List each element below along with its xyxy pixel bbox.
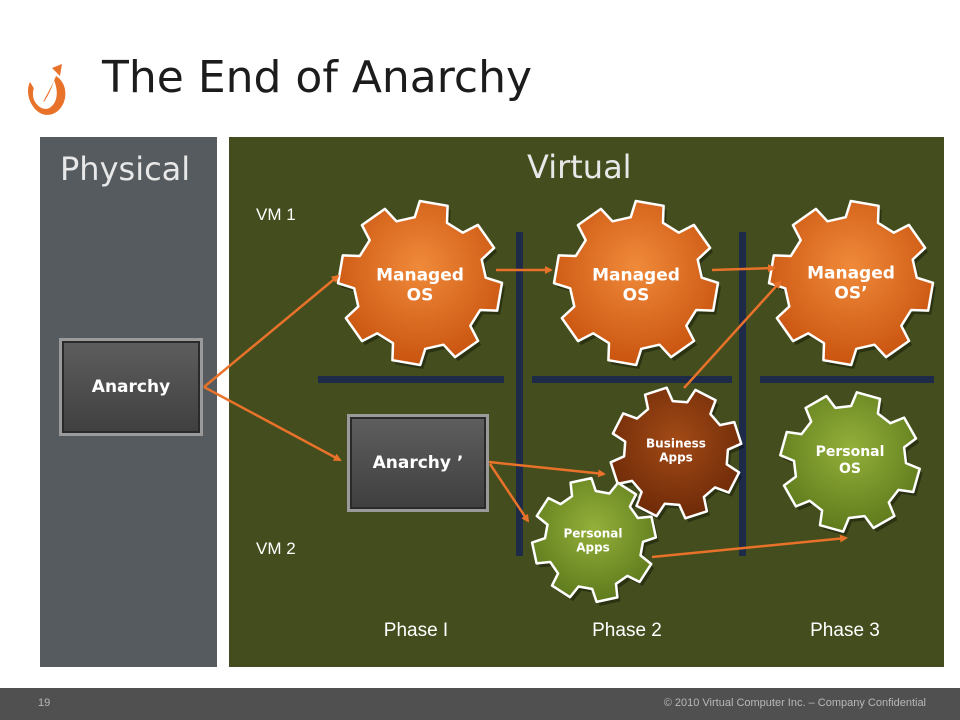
arrow-business-apps-to-managed-os-prime — [683, 280, 782, 389]
virtual-panel-title: Virtual — [527, 148, 632, 186]
phase-2-label: Phase 2 — [592, 620, 662, 641]
page-number: 19 — [38, 697, 51, 709]
phase-dividers — [318, 232, 934, 556]
phase-1-label: Phase I — [383, 620, 449, 641]
arrow-anarchy-prime-to-personal-apps — [488, 463, 530, 523]
copyright-notice: © 2010 Virtual Computer Inc. – Company C… — [663, 697, 926, 709]
anarchy-prime-box: Anarchy ’ — [347, 414, 489, 512]
arrow-managed-os-phase2-to-phase3 — [711, 264, 776, 273]
company-logo-icon — [28, 64, 66, 115]
divider-horizontal-1 — [318, 376, 504, 383]
gear-personal-apps-icon — [530, 476, 658, 604]
phase-3-label: Phase 3 — [810, 620, 880, 641]
arrow-anarchy-prime-to-business-apps — [488, 460, 606, 478]
gear-personal-os-icon — [779, 391, 921, 533]
divider-vertical-1 — [516, 232, 523, 556]
arrow-anarchy-to-anarchy-prime — [203, 385, 342, 462]
gear-business-apps-icon — [609, 386, 743, 520]
gear-managed-os-3-icon — [767, 199, 935, 367]
divider-horizontal-2 — [532, 376, 732, 383]
footer-bar: 19 © 2010 Virtual Computer Inc. – Compan… — [0, 688, 960, 720]
vm2-label: VM 2 — [256, 539, 296, 558]
anarchy-box: Anarchy — [59, 338, 203, 436]
divider-vertical-2 — [739, 232, 746, 556]
vm1-label: VM 1 — [256, 205, 296, 224]
page-title: The End of Anarchy — [102, 52, 533, 103]
gear-managed-os-2-icon — [552, 199, 720, 367]
gear-managed-os-1-icon — [336, 199, 504, 367]
connector-arrows — [203, 264, 848, 559]
physical-panel-title: Physical — [60, 150, 191, 188]
divider-horizontal-3 — [760, 376, 934, 383]
arrow-anarchy-to-managed-os — [203, 274, 340, 388]
arrow-personal-apps-to-personal-os — [651, 534, 848, 559]
